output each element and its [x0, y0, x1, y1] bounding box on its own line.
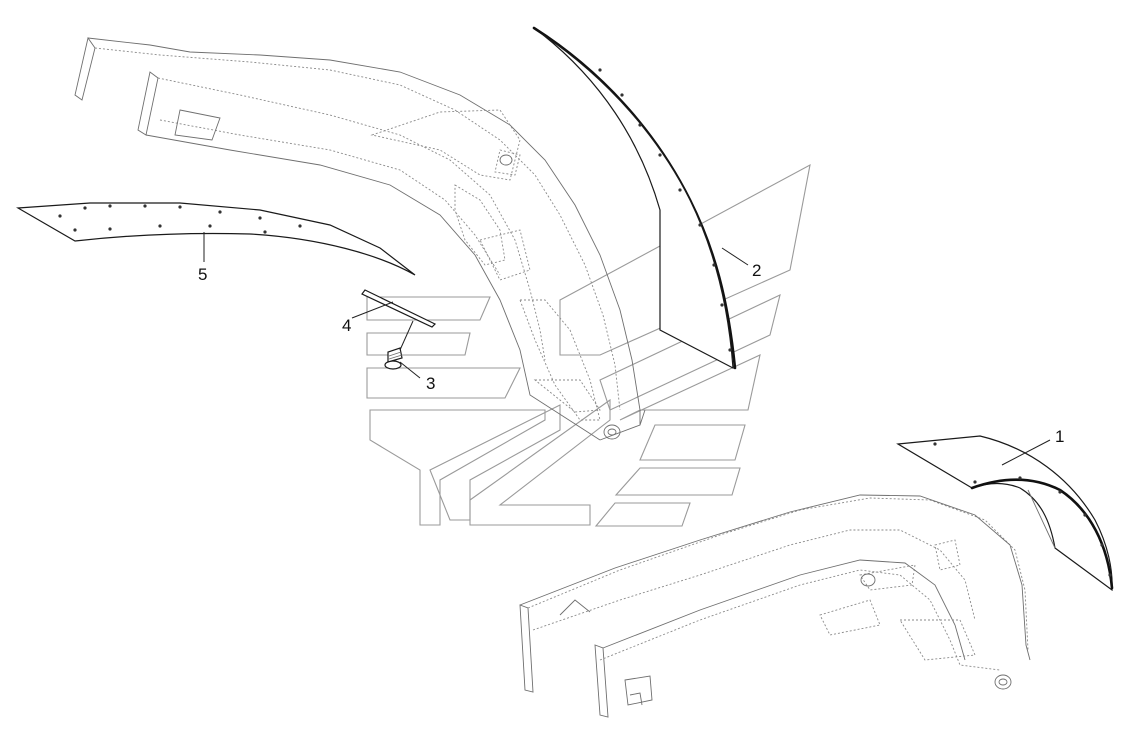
- callout-5: 5: [198, 265, 207, 284]
- callout-4: 4: [342, 316, 351, 335]
- leader-lines: [203, 232, 1051, 466]
- part-1-curved-guard-panel: [896, 435, 1114, 592]
- background-watermark-shapes: [366, 163, 811, 527]
- part-5-long-plate: [16, 202, 416, 276]
- part-3-bolt: [384, 347, 403, 370]
- part-2-curved-guard-strip: [532, 26, 737, 370]
- callout-labels: 1 2 3 4 5: [198, 261, 1064, 446]
- lower-frame-assembly: [519, 494, 1031, 718]
- upper-frame-assembly: [74, 36, 646, 441]
- part-4-small-strip: [361, 289, 437, 328]
- callout-2: 2: [752, 261, 761, 280]
- callout-1: 1: [1055, 427, 1064, 446]
- callout-3: 3: [426, 374, 435, 393]
